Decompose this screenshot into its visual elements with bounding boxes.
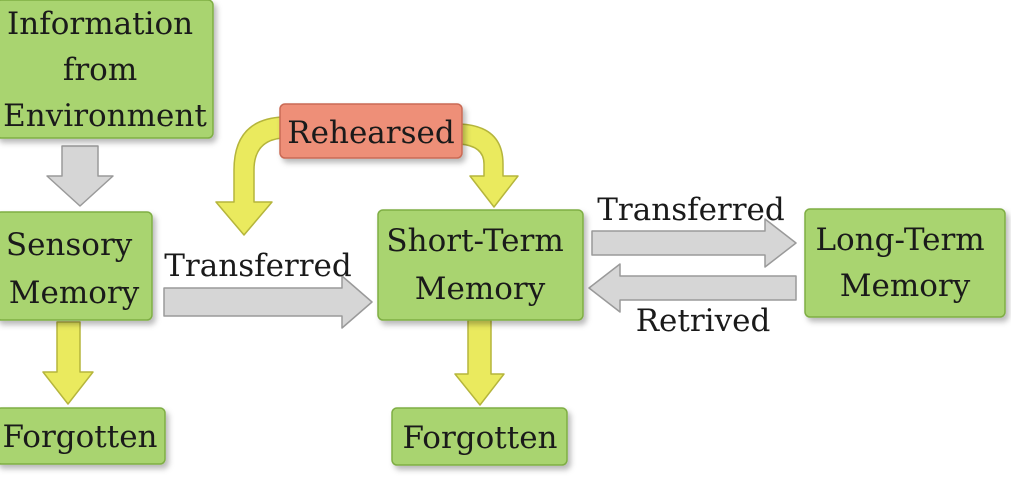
sensory-to-short-term-label: Transferred [164, 248, 352, 284]
svg-text:Short-Term Memory: Short-Term Memory [386, 223, 573, 307]
svg-text:Forgotten: Forgotten [402, 420, 557, 456]
forgotten-left-label: Forgotten [2, 419, 157, 455]
short-term-line-1: Short-Term [386, 223, 563, 259]
sensory-to-forgotten-arrow [42, 321, 94, 405]
short-term-to-forgotten-arrow [454, 319, 505, 406]
rehearsed-node: Rehearsed [279, 103, 463, 159]
environment-line-3: Environment [3, 98, 207, 134]
svg-text:Forgotten: Forgotten [2, 419, 157, 455]
short-to-long-term-arrow [591, 218, 797, 268]
rehearsed-right-arrow [459, 123, 519, 208]
environment-to-sensory-arrow [46, 145, 114, 207]
short-term-line-2: Memory [415, 271, 546, 307]
long-term-memory-node: Long-Term Memory [804, 208, 1006, 318]
forgotten-right-label: Forgotten [402, 420, 557, 456]
environment-line-1: Information [7, 6, 193, 42]
svg-text:Information from: Information from Environment [3, 6, 207, 134]
sensory-line-2: Memory [9, 275, 140, 311]
long-term-line-2: Memory [840, 268, 971, 304]
short-term-memory-node: Short-Term Memory [377, 209, 584, 321]
rehearsed-left-arrow [215, 116, 284, 236]
rehearsed-label: Rehearsed [287, 115, 454, 151]
sensory-memory-node: Sensory Memory [0, 211, 153, 321]
forgotten-left-node: Forgotten [0, 407, 166, 465]
long-term-line-1: Long-Term [815, 222, 984, 258]
sensory-to-short-term-arrow [163, 275, 373, 329]
sensory-line-1: Sensory [6, 227, 133, 263]
environment-node: Information from Environment [0, 0, 214, 139]
short-to-long-term-label: Transferred [597, 192, 785, 228]
long-to-short-term-arrow [588, 263, 797, 313]
environment-line-2: from [63, 52, 137, 88]
svg-text:Long-Term Memory: Long-Term Memory [815, 222, 994, 304]
svg-text:Rehearsed: Rehearsed [287, 115, 454, 151]
forgotten-right-node: Forgotten [391, 407, 568, 466]
svg-text:Sensory Memory: Sensory Memory [6, 227, 142, 311]
long-to-short-term-label: Retrived [636, 303, 771, 339]
